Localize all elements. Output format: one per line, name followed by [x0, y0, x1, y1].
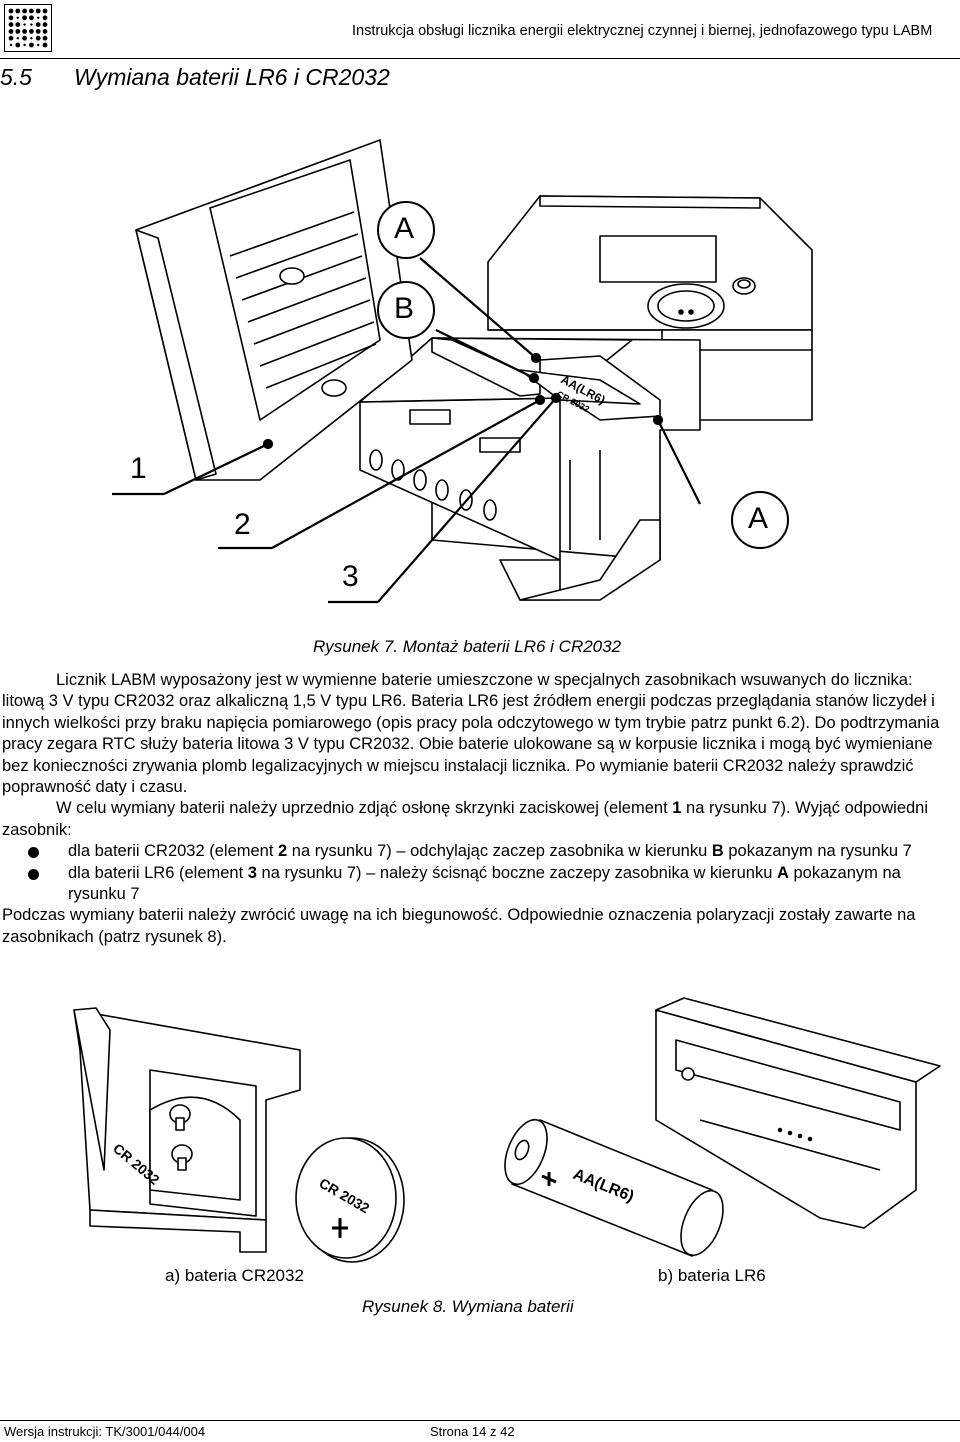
logo-dot [16, 16, 19, 19]
logo-dot [15, 29, 21, 34]
label-1: 1 [130, 452, 147, 485]
bullet-cr2032: dla baterii CR2032 (element 2 na rysunku… [2, 841, 958, 862]
bullet-lr6: dla baterii LR6 (element 3 na rysunku 7)… [2, 863, 958, 906]
label-2: 2 [234, 508, 251, 541]
logo-dot [42, 15, 48, 21]
logo-dot [23, 23, 26, 26]
callout-lines [112, 257, 701, 604]
logo-dot [42, 29, 48, 34]
logo-dot [37, 43, 40, 47]
logo-dot [22, 29, 27, 34]
logo-dot [23, 43, 26, 47]
label-circle-a-right [731, 491, 789, 549]
figure-7-caption: Rysunek 7. Montaż baterii LR6 i CR2032 [313, 637, 622, 656]
bullet-icon [28, 868, 39, 880]
logo-dot [29, 42, 34, 48]
logo-dot [29, 8, 34, 14]
logo-dot [8, 35, 14, 41]
cr2032-holder [73, 1007, 301, 1253]
aa-battery [504, 1118, 724, 1257]
logo-dot [8, 29, 14, 34]
figure-7-meter-drawing: AA(LR6) CR 2032 [112, 139, 813, 604]
logo-dot [29, 15, 34, 21]
figure-8-caption: Rysunek 8. Wymiana baterii [362, 1297, 574, 1316]
lr6-holder [655, 997, 941, 1229]
logo-dot [22, 15, 27, 21]
logo-dot [30, 37, 33, 40]
logo-dot [35, 35, 41, 41]
figure-8-label-b: b) bateria LR6 [658, 1266, 766, 1285]
logo-dot [42, 8, 48, 14]
section-title: Wymiana baterii LR6 i CR2032 [74, 64, 390, 90]
logo-dot [15, 8, 21, 14]
paragraph-battery-intro: Licznik LABM wyposażony jest w wymienne … [2, 671, 940, 797]
logo-dot [22, 35, 27, 41]
logo-dot [29, 29, 34, 34]
figure-8-label-a: a) bateria CR2032 [165, 1266, 304, 1285]
figure-8-battery-drawing: CR 2032 CR 2032 AA(LR6) [73, 997, 941, 1263]
label-circle-b [377, 281, 435, 339]
paragraph-replacement: W celu wymiany baterii należy uprzednio … [2, 799, 929, 839]
logo-dot [8, 15, 14, 21]
logo-dot [22, 8, 27, 14]
logo-dot [35, 22, 41, 27]
logo-dot [35, 8, 41, 14]
label-3: 3 [342, 560, 359, 593]
logo-dot [37, 16, 40, 19]
footer-version: Wersja instrukcji: TK/3001/044/004 [4, 1424, 206, 1439]
company-logo [4, 4, 52, 52]
document-header-title: Instrukcja obsługi licznika energii elek… [352, 23, 933, 39]
logo-dot [42, 35, 48, 41]
logo-dot [30, 23, 33, 26]
logo-dot [15, 22, 21, 27]
footer-divider [0, 1420, 960, 1421]
logo-dot [15, 42, 21, 48]
body-text: Licznik LABM wyposażony jest w wymienne … [2, 670, 958, 948]
bullet-icon [28, 847, 39, 859]
battery-holder-top [431, 337, 661, 421]
logo-dot [42, 42, 48, 48]
logo-dot [8, 8, 14, 14]
logo-dot [35, 29, 41, 34]
logo-dot [8, 22, 14, 27]
label-a-right: A [748, 502, 769, 535]
section-heading: 5.5 Wymiana baterii LR6 i CR2032 [0, 64, 390, 91]
paragraph-polarity: Podczas wymiany baterii należy zwrócić u… [2, 906, 916, 946]
label-circle-a-top [377, 201, 435, 259]
label-a-top: A [394, 212, 415, 245]
footer-page-number: Strona 14 z 42 [430, 1424, 515, 1439]
logo-dot [9, 43, 13, 47]
terminal-cover [135, 139, 413, 481]
coin-cell [295, 1137, 405, 1263]
logo-dot [16, 37, 19, 40]
header-divider [0, 58, 960, 59]
section-number: 5.5 [0, 64, 32, 90]
label-b: B [394, 292, 415, 325]
logo-dot [42, 22, 48, 27]
